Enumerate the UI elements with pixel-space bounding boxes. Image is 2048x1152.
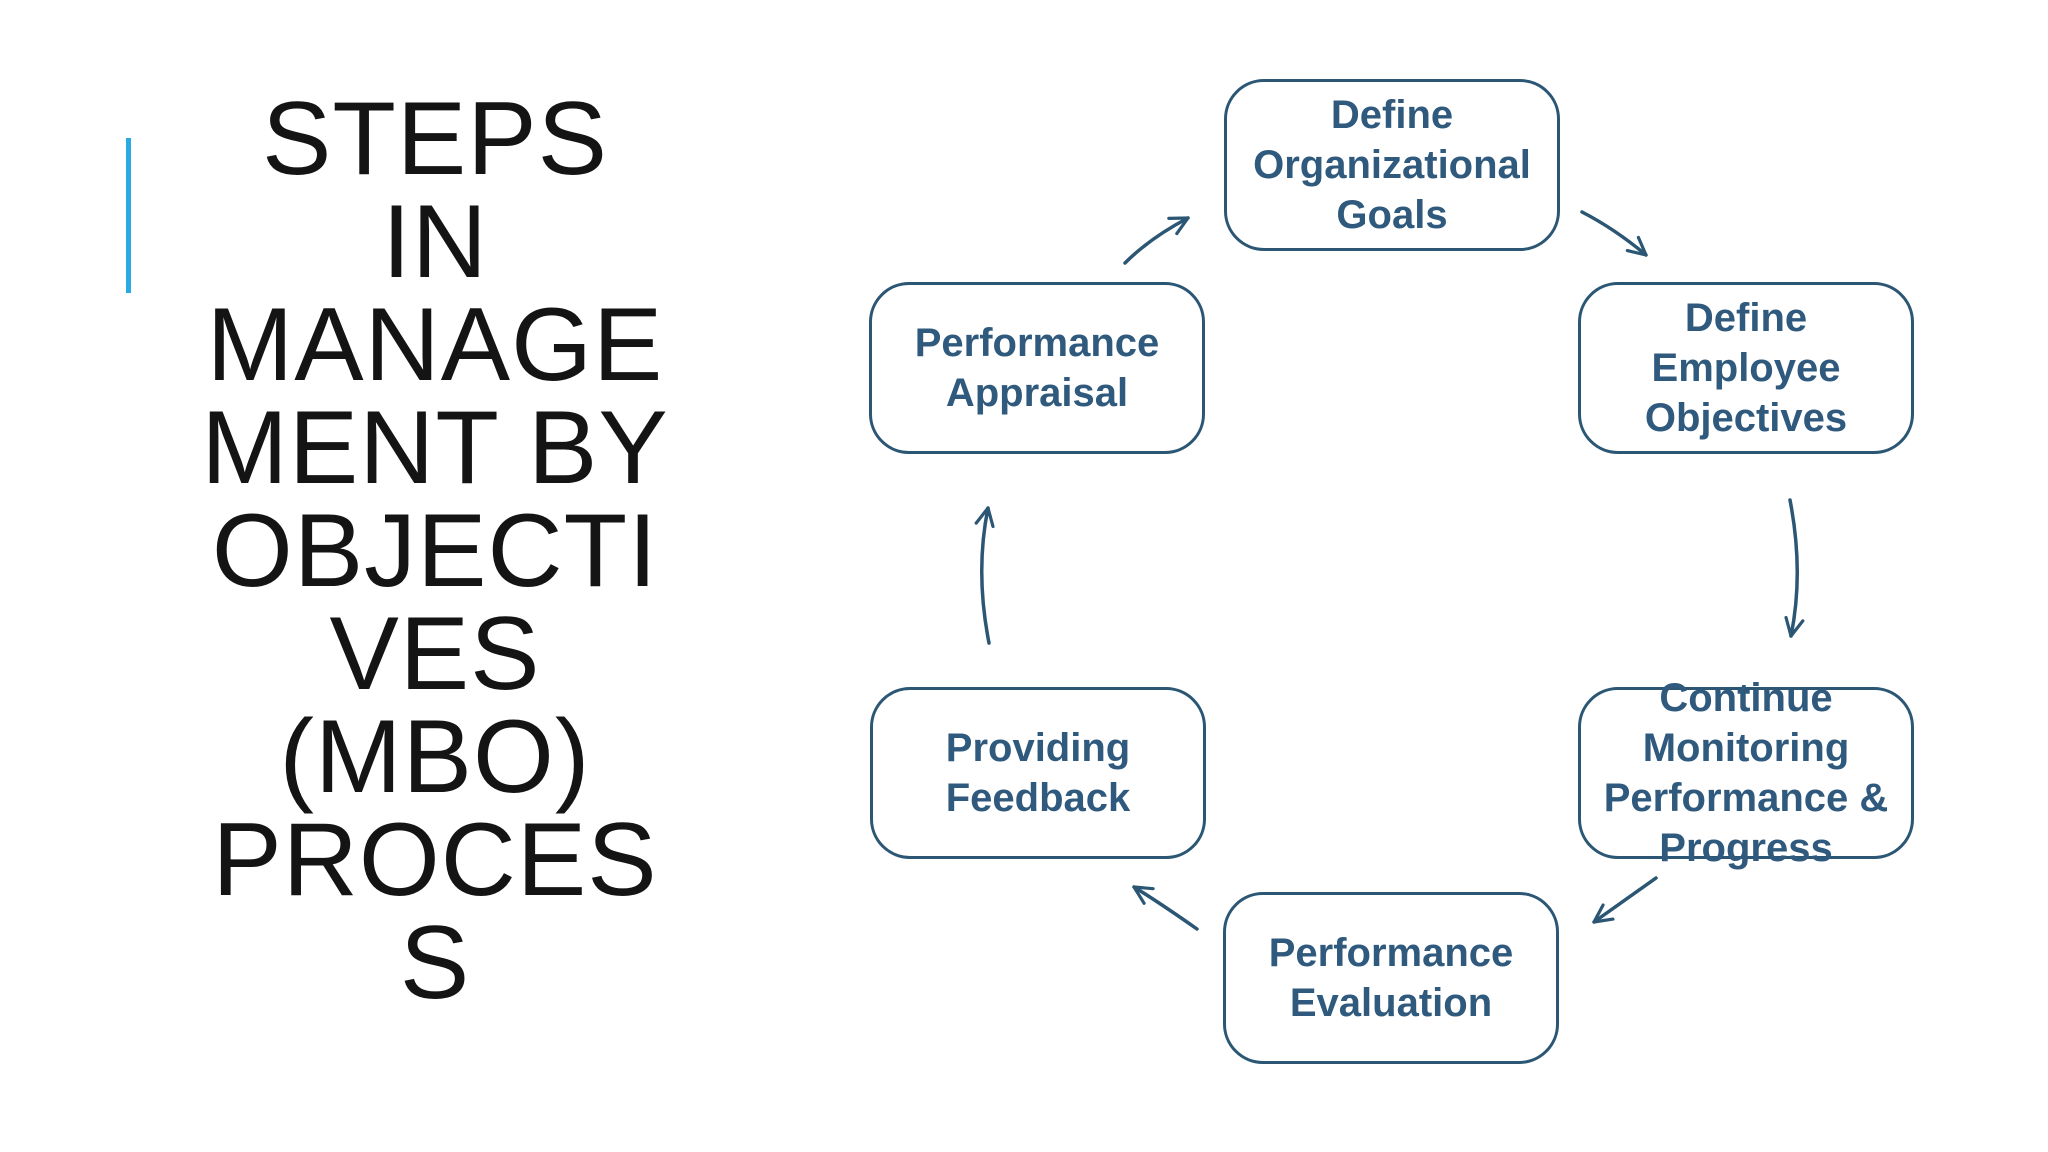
arrow-feedback-to-appraisal — [974, 506, 995, 645]
arrow-monitoring-to-evaluation — [1592, 876, 1658, 924]
accent-bar — [126, 138, 131, 293]
node-continue-monitoring: Continue Monitoring Performance & Progre… — [1578, 676, 1914, 870]
node-label: Continue Monitoring Performance & Progre… — [1603, 676, 1889, 870]
title-line: PROCES — [212, 802, 658, 918]
node-label: Define Organizational Goals — [1253, 93, 1531, 237]
node-label: Performance Evaluation — [1268, 931, 1514, 1025]
title-line: S — [399, 905, 471, 1021]
arrow-appraisal-to-goals — [1123, 216, 1190, 265]
title-line: MENT BY — [201, 390, 669, 506]
node-providing-feedback: Providing Feedback — [870, 687, 1206, 859]
title-line: (MBO) — [279, 699, 591, 815]
node-label: Define Employee Objectives — [1644, 296, 1848, 440]
title-line: VES — [329, 596, 541, 712]
node-label: Performance Appraisal — [914, 321, 1160, 415]
title-line: OBJECTI — [211, 493, 659, 609]
page-title: STEPS IN MANAGE MENT BY OBJECTI VES (MBO… — [95, 81, 775, 1021]
node-define-employee-objectives: Define Employee Objectives — [1578, 282, 1914, 454]
node-define-organizational-goals: Define Organizational Goals — [1224, 79, 1560, 251]
arrow-evaluation-to-feedback — [1132, 885, 1199, 931]
arrow-objectives-to-monitoring — [1784, 498, 1805, 638]
node-label: Providing Feedback — [945, 726, 1131, 820]
arrow-goals-to-objectives — [1580, 210, 1648, 257]
title-line: MANAGE — [206, 287, 664, 403]
node-performance-appraisal: Performance Appraisal — [869, 282, 1205, 454]
node-performance-evaluation: Performance Evaluation — [1223, 892, 1559, 1064]
title-line: STEPS — [262, 81, 608, 197]
title-line: IN — [382, 184, 488, 300]
